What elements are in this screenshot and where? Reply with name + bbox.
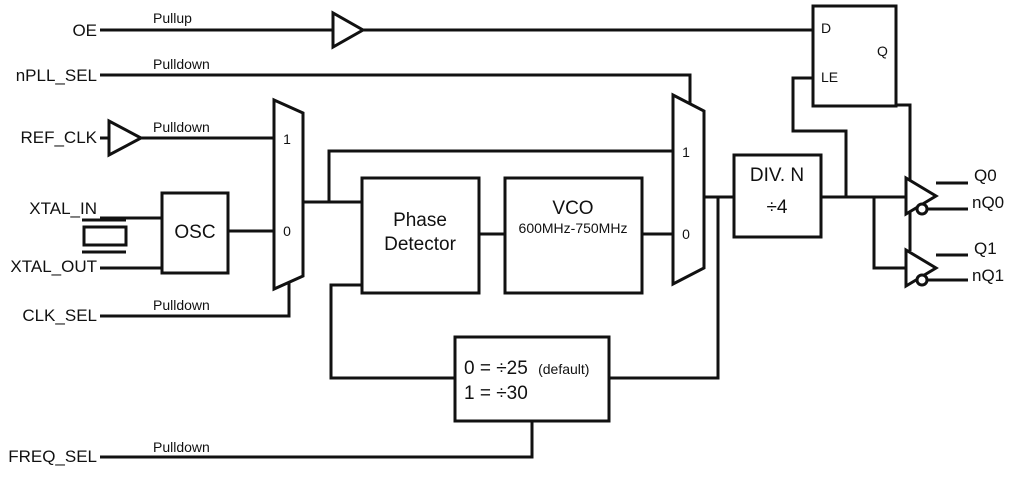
wires bbox=[100, 28, 968, 459]
phase-detector-label-line2: Detector bbox=[384, 234, 456, 255]
vco-range-label: 600MHz-750MHz bbox=[519, 220, 628, 236]
note-npll-sel-pulldown: Pulldown bbox=[153, 56, 210, 72]
phase-detector-block bbox=[360, 176, 481, 295]
note-oe-pullup: Pullup bbox=[153, 10, 192, 26]
npll-sel-wire bbox=[100, 73, 692, 108]
div-n-title: DIV. N bbox=[750, 165, 804, 186]
crystal-icon bbox=[82, 218, 128, 254]
pin-npll-sel: nPLL_SEL bbox=[16, 66, 97, 85]
bypass-wire bbox=[327, 149, 673, 202]
oe-buffer-icon bbox=[331, 10, 367, 50]
pin-freq-sel: FREQ_SEL bbox=[8, 447, 97, 466]
mux1-input-0-label: 0 bbox=[283, 223, 291, 239]
latch-le-wire bbox=[791, 76, 848, 197]
latch-d-label: D bbox=[821, 20, 831, 36]
note-freq-sel-pulldown: Pulldown bbox=[153, 439, 210, 455]
mux2-input-0-label: 0 bbox=[682, 226, 690, 242]
mux2-input-1-label: 1 bbox=[682, 144, 690, 160]
input-mux bbox=[272, 97, 305, 292]
pin-q0: Q0 bbox=[974, 166, 997, 185]
phase-detector-label-line1: Phase bbox=[393, 210, 447, 231]
osc-label: OSC bbox=[174, 222, 215, 243]
div-n-value: ÷4 bbox=[767, 197, 788, 218]
div-n-block bbox=[732, 153, 823, 239]
output-enable-latch bbox=[811, 4, 898, 108]
feedback-divider-line1: 0 = ÷25 (default) bbox=[464, 358, 589, 379]
freq-sel-wire bbox=[100, 421, 534, 459]
pin-xtal-in: XTAL_IN bbox=[29, 199, 97, 218]
latch-q-wire bbox=[896, 103, 912, 251]
note-clk-sel-pulldown: Pulldown bbox=[153, 297, 210, 313]
pin-oe: OE bbox=[72, 21, 97, 40]
vco-block bbox=[503, 176, 644, 295]
pin-nq0: nQ0 bbox=[972, 193, 1004, 212]
feedback-divider-line2: 1 = ÷30 bbox=[464, 383, 528, 404]
osc-block bbox=[160, 191, 230, 275]
feedback-wire bbox=[329, 197, 720, 380]
pin-q1: Q1 bbox=[974, 239, 997, 258]
pll-bypass-mux bbox=[671, 92, 706, 287]
buffer1-wire bbox=[872, 197, 906, 270]
pin-clk-sel: CLK_SEL bbox=[22, 306, 97, 325]
pin-ref-clk: REF_CLK bbox=[20, 128, 97, 147]
feedback-divider-block bbox=[453, 335, 611, 423]
output-buffer-1-bubble-icon bbox=[915, 273, 929, 287]
clk-sel-wire bbox=[100, 282, 291, 318]
vco-label: VCO bbox=[552, 198, 593, 219]
feedback-divider-default: (default) bbox=[538, 361, 589, 377]
latch-q-label: Q bbox=[877, 43, 888, 59]
latch-le-label: LE bbox=[821, 69, 838, 85]
pin-nq1: nQ1 bbox=[972, 266, 1004, 285]
pin-xtal-out: XTAL_OUT bbox=[10, 257, 97, 276]
output-buffer-0-bubble-icon bbox=[915, 202, 929, 216]
note-ref-clk-pulldown: Pulldown bbox=[153, 119, 210, 135]
mux1-input-1-label: 1 bbox=[283, 131, 291, 147]
ref-clk-buffer-icon bbox=[107, 118, 145, 158]
